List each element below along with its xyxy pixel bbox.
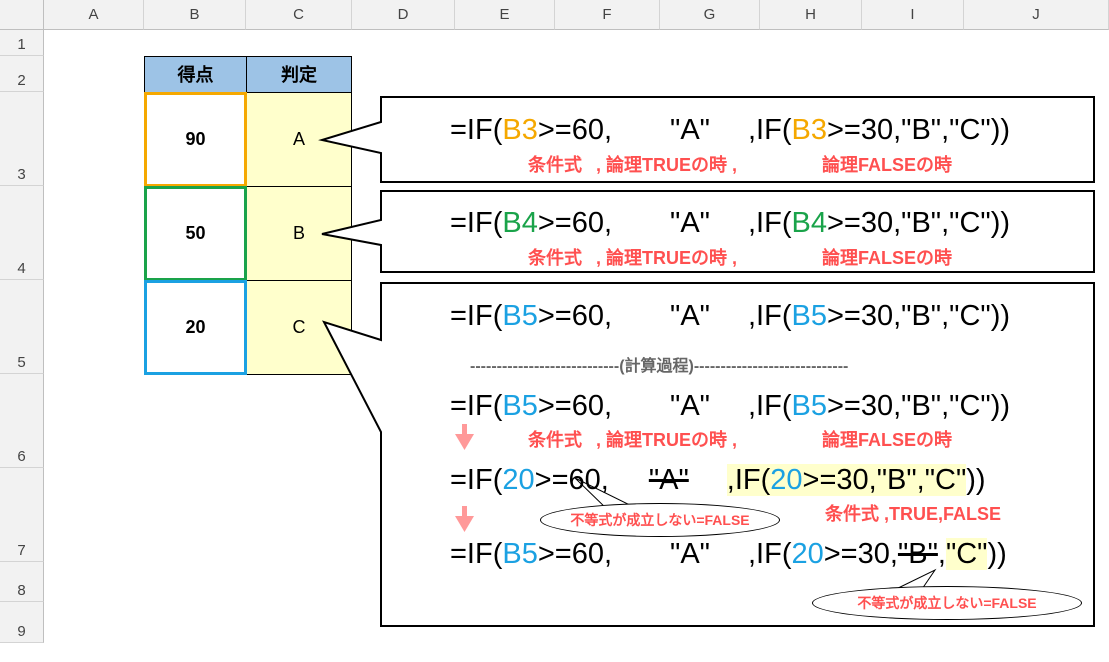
- row-header-8[interactable]: 8: [0, 562, 44, 602]
- label-true-step1: , 論理TRUEの時 ,: [596, 430, 738, 450]
- select-all-corner[interactable]: [0, 0, 44, 30]
- formula-step2: =IF(20>=60,"A",IF(20>=30,"B","C")): [450, 464, 986, 496]
- label-condition-step1: 条件式: [528, 430, 582, 450]
- label-true-row3: , 論理TRUEの時 ,: [596, 155, 738, 175]
- row-header-7[interactable]: 7: [0, 468, 44, 562]
- column-header-h[interactable]: H: [760, 0, 862, 30]
- row-header-2[interactable]: 2: [0, 56, 44, 92]
- row-header-5[interactable]: 5: [0, 280, 44, 374]
- row-header-3[interactable]: 3: [0, 92, 44, 186]
- oval-note-1: 不等式が成立しない=FALSE: [540, 503, 780, 537]
- formula-row3: =IF(B3>=60,"A",IF(B3>=30,"B","C")): [450, 114, 1011, 146]
- row-header-4[interactable]: 4: [0, 186, 44, 280]
- formula-step3: =IF(B5>=60,"A",IF(20>=30,"B","C")): [450, 538, 1007, 570]
- header-grade[interactable]: 判定: [246, 56, 352, 93]
- callout-box-row5: [322, 282, 1095, 627]
- calc-process-separator: ----------------------------(計算過程)------…: [470, 358, 849, 375]
- down-arrow-icon-2: [455, 506, 474, 532]
- label-condition-row4: 条件式: [528, 248, 582, 268]
- column-header-c[interactable]: C: [246, 0, 352, 30]
- label-false-row4: 論理FALSEの時: [822, 248, 953, 268]
- row-header-6[interactable]: 6: [0, 374, 44, 468]
- column-header-g[interactable]: G: [660, 0, 760, 30]
- highlight-border-b4: [144, 186, 247, 281]
- column-header-a[interactable]: A: [44, 0, 144, 30]
- callout-box-row4: [321, 190, 1095, 273]
- label-false-step1: 論理FALSEの時: [822, 430, 953, 450]
- label-true-row4: , 論理TRUEの時 ,: [596, 248, 738, 268]
- callout-shapes: [318, 96, 1095, 627]
- label-inner-args: 条件式 ,TRUE,FALSE: [825, 504, 1002, 524]
- down-arrow-icon-1: [455, 424, 474, 450]
- label-false-row3: 論理FALSEの時: [822, 155, 953, 175]
- highlight-border-b5: [144, 280, 247, 375]
- column-header-f[interactable]: F: [555, 0, 660, 30]
- column-header-i[interactable]: I: [862, 0, 964, 30]
- column-header-d[interactable]: D: [352, 0, 455, 30]
- label-condition-row3: 条件式: [528, 155, 582, 175]
- formula-step1: =IF(B5>=60,"A",IF(B5>=30,"B","C")): [450, 390, 1011, 422]
- highlight-border-b3: [144, 92, 247, 187]
- column-header-e[interactable]: E: [455, 0, 555, 30]
- callout-box-row3: [318, 96, 1095, 183]
- column-header-b[interactable]: B: [144, 0, 246, 30]
- column-header-j[interactable]: J: [964, 0, 1109, 30]
- oval-note-2: 不等式が成立しない=FALSE: [812, 586, 1082, 620]
- formula-row5: =IF(B5>=60,"A",IF(B5>=30,"B","C")): [450, 300, 1011, 332]
- formula-row4: =IF(B4>=60,"A",IF(B4>=30,"B","C")): [450, 207, 1011, 239]
- row-header-1[interactable]: 1: [0, 30, 44, 56]
